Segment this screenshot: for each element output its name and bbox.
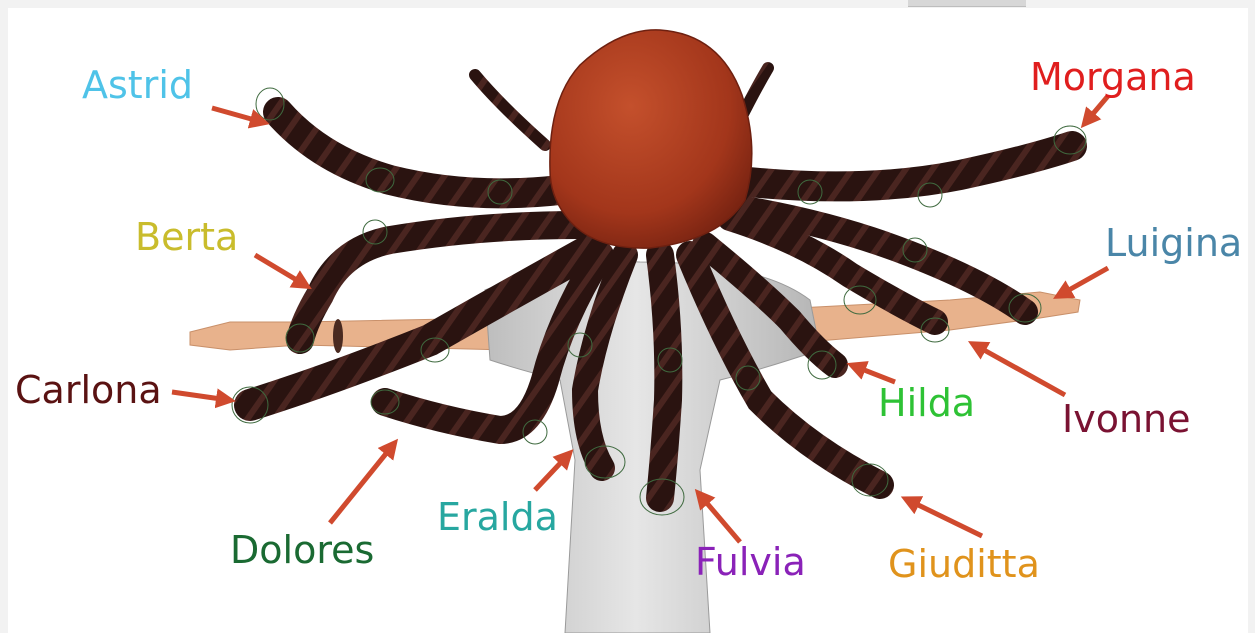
label-dolores: Dolores — [230, 528, 374, 572]
arrow-astrid — [212, 108, 262, 122]
label-berta: Berta — [135, 215, 238, 259]
arrow-ivonne — [975, 345, 1065, 395]
label-luigina: Luigina — [1105, 221, 1242, 265]
braid-top-left — [475, 75, 545, 145]
label-giuditta: Giuditta — [888, 542, 1040, 586]
arrow-berta — [255, 255, 305, 285]
left-wrist-band — [333, 319, 343, 353]
arrow-morgana — [1086, 96, 1108, 122]
arrow-luigina — [1060, 268, 1108, 295]
label-hilda: Hilda — [878, 381, 975, 425]
label-carlona: Carlona — [15, 368, 162, 412]
arrow-fulvia — [700, 495, 740, 542]
arrow-dolores — [330, 445, 393, 523]
braid-fulvia — [660, 255, 668, 498]
label-morgana: Morgana — [1030, 55, 1196, 99]
head — [550, 30, 752, 248]
arrow-hilda — [854, 366, 895, 382]
label-fulvia: Fulvia — [695, 540, 806, 584]
label-eralda: Eralda — [437, 495, 558, 539]
arrow-giuditta — [908, 500, 982, 536]
label-astrid: Astrid — [82, 63, 193, 107]
arrow-carlona — [172, 392, 228, 400]
braid-morgana — [730, 146, 1072, 186]
arrow-eralda — [535, 455, 568, 490]
label-ivonne: Ivonne — [1062, 397, 1191, 441]
